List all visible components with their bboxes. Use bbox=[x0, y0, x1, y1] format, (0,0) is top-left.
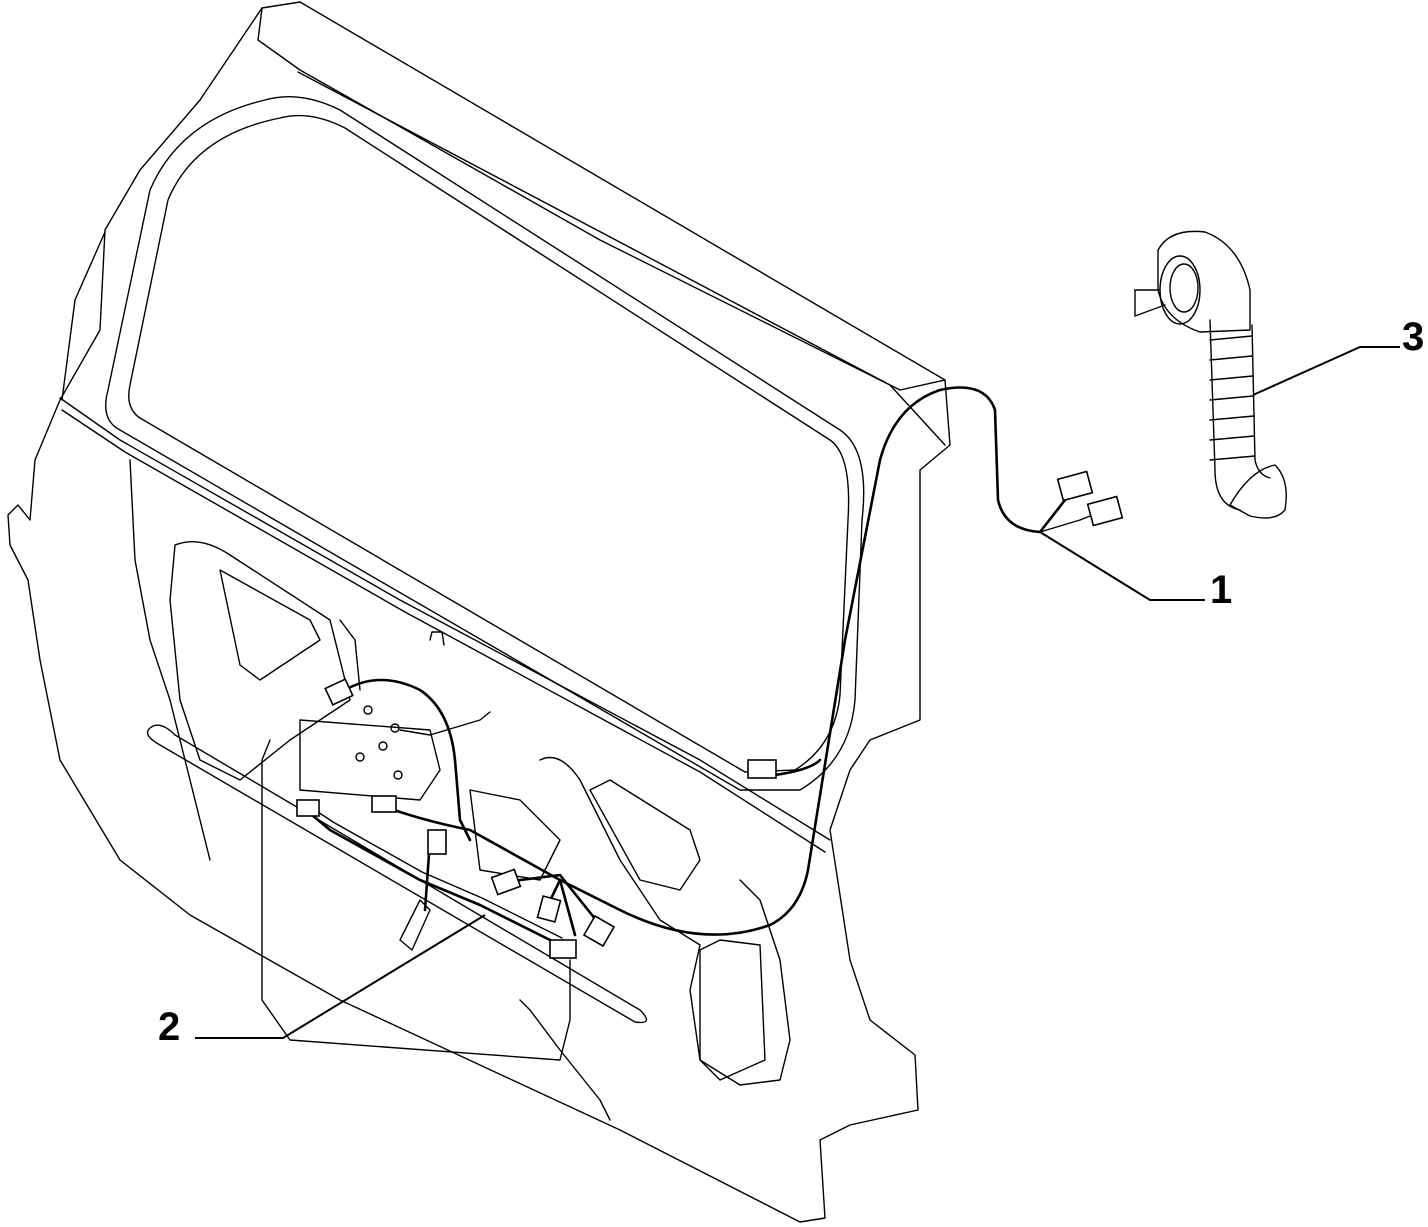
wiring-harness-rear bbox=[296, 678, 772, 959]
callout-label-1: 1 bbox=[1210, 568, 1232, 612]
inner-panel bbox=[129, 459, 791, 1121]
callout-label-2: 2 bbox=[158, 1005, 180, 1049]
rear-window bbox=[105, 95, 865, 791]
callout-2: 2 bbox=[158, 914, 486, 1049]
tailgate-shell bbox=[7, 1, 951, 1223]
wiring-harness-upper bbox=[747, 386, 1124, 927]
cable-grommet bbox=[1134, 230, 1287, 519]
callout-label-3: 3 bbox=[1402, 315, 1424, 359]
callout-3: 3 bbox=[1252, 315, 1424, 396]
window-lower-edge bbox=[59, 397, 831, 853]
callout-1: 1 bbox=[1039, 531, 1232, 612]
